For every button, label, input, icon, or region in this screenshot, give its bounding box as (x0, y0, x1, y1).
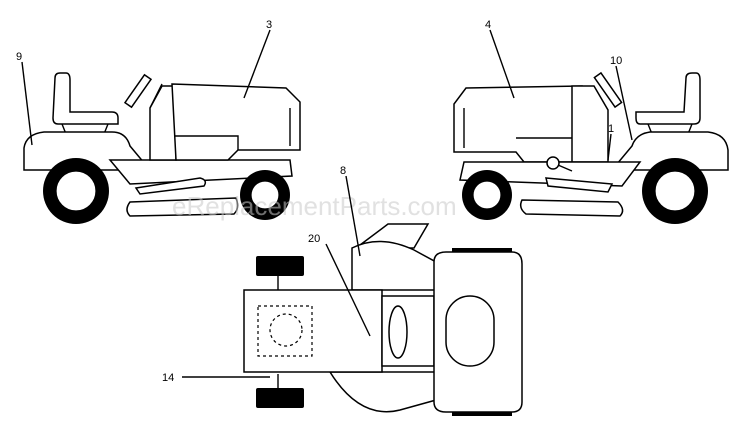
callout-8: 8 (340, 165, 346, 177)
tractor-left-side-view (23, 72, 301, 224)
tractor-right-side-view (453, 71, 729, 224)
callout-10: 10 (610, 55, 622, 67)
callout-3: 3 (266, 19, 272, 31)
tractor-top-view (243, 223, 523, 416)
leader-lines (21, 29, 633, 378)
callout-4: 4 (485, 19, 491, 31)
callout-20: 20 (308, 233, 320, 245)
callout-9: 9 (16, 51, 22, 63)
callout-1: 1 (608, 123, 614, 135)
watermark-text: eReplacementParts.com (172, 191, 457, 221)
callout-14: 14 (162, 372, 174, 384)
